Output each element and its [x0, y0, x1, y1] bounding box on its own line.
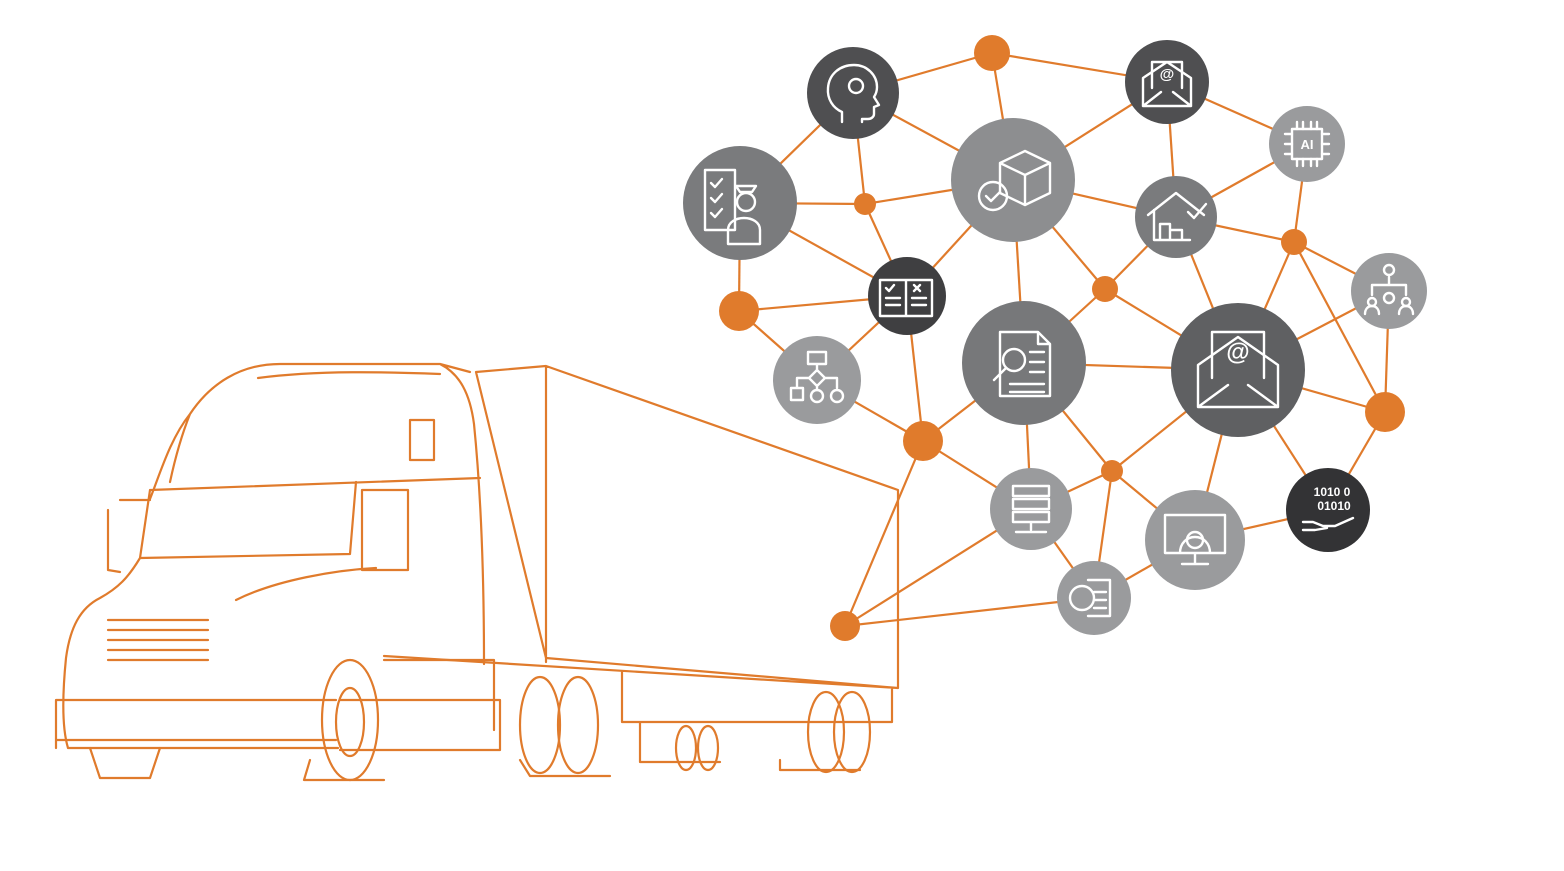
- network-edge: [843, 440, 925, 627]
- network-edge: [1293, 241, 1386, 413]
- email-large-icon: @: [1171, 303, 1305, 437]
- team-gear-icon: [1351, 253, 1427, 329]
- node-dot: [719, 291, 759, 331]
- cab-grille: [106, 618, 210, 662]
- landing-gear-wheel: [674, 724, 698, 772]
- monitor-gear-icon: [1145, 490, 1245, 590]
- binary-text-1: 1010 0: [1314, 485, 1351, 499]
- ai-chip-icon: AI: [1269, 106, 1345, 182]
- trailer-body: [382, 364, 900, 764]
- node-dot: [1281, 229, 1307, 255]
- node-dot: [1365, 392, 1405, 432]
- cab-body: [62, 362, 486, 750]
- node-dot: [830, 611, 860, 641]
- checklist-officer-icon: [683, 146, 797, 260]
- landing-gear-wheel: [696, 724, 720, 772]
- trailer-wheel: [806, 690, 846, 774]
- flowchart-icon: [773, 336, 861, 424]
- trailer-wheel: [832, 690, 872, 774]
- binary-hand-icon: 1010 0 01010: [1286, 468, 1370, 552]
- cab-bumper: [54, 658, 862, 782]
- checklist-book-icon: [868, 257, 946, 335]
- node-dot: [974, 35, 1010, 71]
- network-edge: [844, 596, 1095, 628]
- email-icon: @: [1125, 40, 1209, 124]
- email-at-symbol: @: [1160, 66, 1175, 83]
- rear-wheel: [556, 675, 600, 775]
- node-dot: [854, 193, 876, 215]
- binary-text-2: 01010: [1317, 499, 1351, 513]
- document-gear-icon: [1057, 561, 1131, 635]
- semi-truck-outline: [54, 362, 900, 782]
- email-at-symbol-large: @: [1226, 339, 1249, 366]
- node-dot: [903, 421, 943, 461]
- ai-chip-label: AI: [1301, 137, 1314, 152]
- front-hub: [334, 686, 366, 758]
- document-search-icon: [962, 301, 1086, 425]
- node-dot: [1101, 460, 1123, 482]
- network-dots: [719, 35, 1405, 641]
- front-wheel: [320, 658, 380, 782]
- head-gear-icon: [807, 47, 899, 139]
- server-network-icon: [990, 468, 1072, 550]
- node-dot: [1092, 276, 1118, 302]
- warehouse-check-icon: [1135, 176, 1217, 258]
- package-check-icon: [951, 118, 1075, 242]
- rear-wheel: [518, 675, 562, 775]
